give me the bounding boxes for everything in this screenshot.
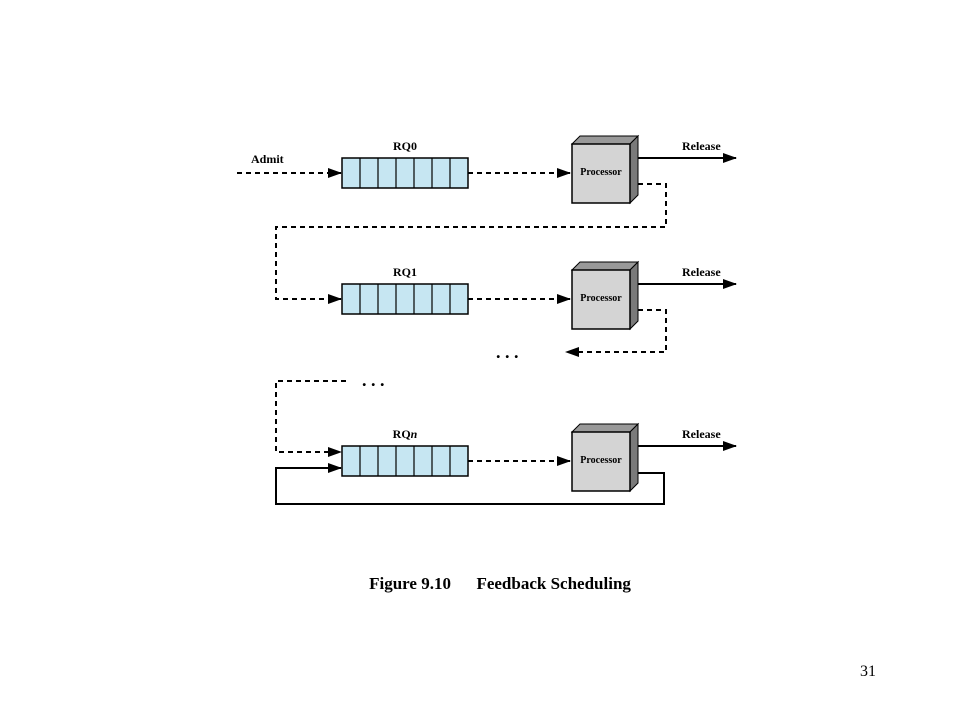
figure-number: Figure 9.10 [369, 574, 451, 593]
intermediate-levels-elided: . . . [275, 370, 385, 457]
page-number: 31 [860, 663, 876, 680]
queue-level-0: RQ0 Processor Release [275, 134, 737, 304]
ellipsis-continuation-right: . . . [496, 342, 519, 362]
figure-title: Feedback Scheduling [476, 574, 631, 593]
caption-spacer [451, 574, 477, 593]
ellipsis-continuation-left: . . . [362, 370, 385, 390]
admit-label: Admit [251, 152, 284, 166]
feedback-arrow-0-to-1 [275, 183, 667, 304]
feedback-arrow-n-loop [275, 463, 665, 505]
processor-n: Processor [570, 422, 640, 493]
ready-queue-rq0 [341, 157, 469, 189]
ready-queue-rq1 [341, 283, 469, 315]
release-label-1: Release [682, 265, 721, 279]
queue-level-n: RQn Processor Release [275, 422, 737, 505]
processor-label: Processor [580, 293, 622, 304]
processor-label: Processor [580, 455, 622, 466]
feedback-arrow-1-to-next [565, 309, 667, 357]
ready-queue-rqn [341, 445, 469, 477]
queue-label-rq1: RQ1 [393, 265, 417, 279]
release-label-n: Release [682, 427, 721, 441]
queue-level-1: RQ1 Processor Release . . . [341, 260, 737, 362]
release-label-0: Release [682, 139, 721, 153]
queue-label-rq0: RQ0 [393, 139, 417, 153]
processor-label: Processor [580, 167, 622, 178]
queue-label-rqn: RQn [393, 427, 418, 441]
feedback-arrow-to-n [275, 380, 346, 457]
figure-caption: Figure 9.10 Feedback Scheduling [0, 574, 960, 594]
processor-1: Processor [570, 260, 640, 331]
processor-0: Processor [570, 134, 640, 205]
